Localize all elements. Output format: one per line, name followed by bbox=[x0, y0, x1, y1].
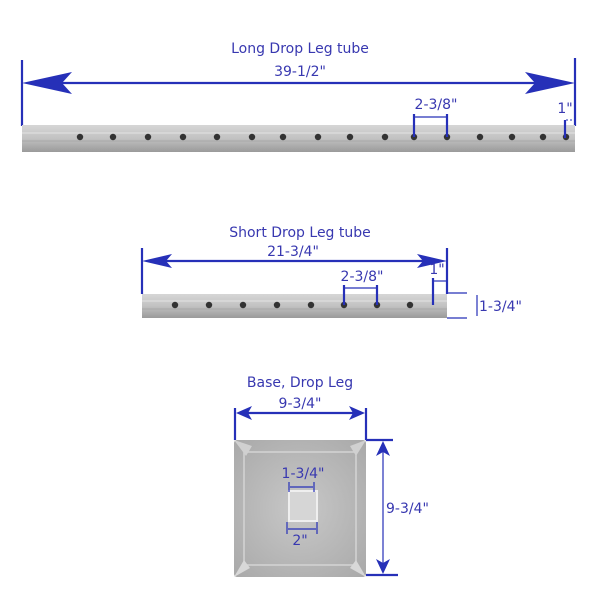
hole bbox=[539, 133, 547, 141]
short-tube-length-label: 21-3/4" bbox=[267, 244, 319, 260]
short-end-offset-label: 1" bbox=[429, 262, 444, 278]
long-tube bbox=[22, 125, 575, 152]
short-tube-height-label: 1-3/4" bbox=[479, 299, 522, 315]
short-tube bbox=[142, 294, 447, 318]
hole bbox=[109, 133, 117, 141]
hole bbox=[307, 301, 315, 309]
hole bbox=[346, 133, 354, 141]
short-hole-spacing-label: 2-3/8" bbox=[341, 269, 384, 285]
hole bbox=[476, 133, 484, 141]
hole bbox=[381, 133, 389, 141]
hole bbox=[248, 133, 256, 141]
base-width-label: 9-3/4" bbox=[279, 396, 322, 412]
long-tube-title: Long Drop Leg tube bbox=[231, 41, 369, 57]
base-height-label: 9-3/4" bbox=[386, 501, 429, 517]
hole bbox=[273, 301, 281, 309]
long-tube-holes bbox=[76, 133, 570, 141]
long-tube-group: Long Drop Leg tube 39-1/2" 2-3/8" 1" bbox=[20, 41, 577, 152]
hole bbox=[239, 301, 247, 309]
hole bbox=[314, 133, 322, 141]
base-title: Base, Drop Leg bbox=[247, 375, 353, 391]
base-inner-bottom-label: 2" bbox=[292, 533, 307, 549]
square-socket bbox=[288, 490, 318, 522]
hole bbox=[179, 133, 187, 141]
hole bbox=[144, 133, 152, 141]
hole bbox=[406, 301, 414, 309]
hole bbox=[171, 301, 179, 309]
long-tube-length-label: 39-1/2" bbox=[274, 64, 326, 80]
base-group: Base, Drop Leg 9-3/4" 1-3/4" 2" 9-3/4" bbox=[233, 375, 429, 577]
short-tube-title: Short Drop Leg tube bbox=[229, 225, 371, 241]
hole bbox=[76, 133, 84, 141]
long-hole-spacing-label: 2-3/8" bbox=[415, 97, 458, 113]
right-arrowhead bbox=[525, 72, 575, 94]
base-inner-top-label: 1-3/4" bbox=[282, 466, 325, 482]
long-end-offset-label: 1" bbox=[557, 101, 572, 117]
hole bbox=[213, 133, 221, 141]
hole bbox=[205, 301, 213, 309]
left-arrowhead bbox=[22, 72, 72, 94]
short-tube-group: Short Drop Leg tube 21-3/4" 2-3/8" 1" 1-… bbox=[140, 225, 522, 319]
hole bbox=[279, 133, 287, 141]
hole bbox=[508, 133, 516, 141]
